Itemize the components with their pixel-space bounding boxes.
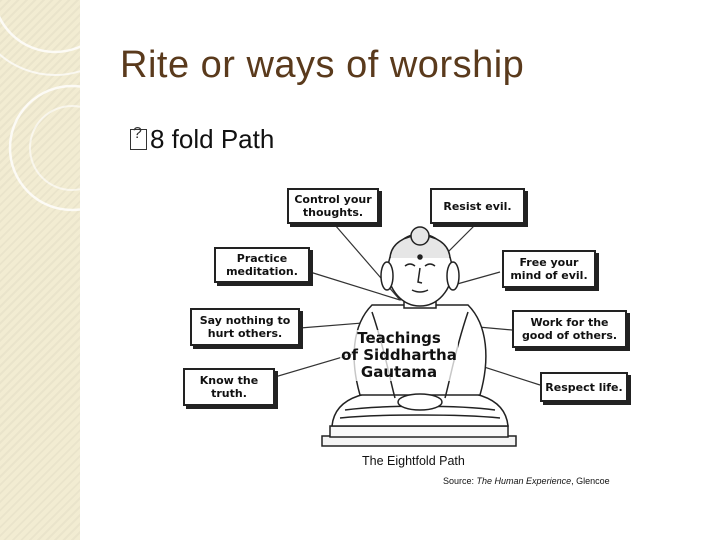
bullet-text: 8 fold Path — [150, 124, 275, 154]
path-box-control-thoughts: Control your thoughts. — [287, 188, 379, 224]
source-credit: Source: The Human Experience, Glencoe — [443, 476, 610, 486]
bullet-glyph-icon — [130, 125, 147, 150]
path-box-free-mind: Free your mind of evil. — [502, 250, 596, 288]
path-box-say-nothing: Say nothing to hurt others. — [190, 308, 300, 346]
source-prefix: Source: — [443, 476, 477, 486]
path-box-work-for-good: Work for the good of others. — [512, 310, 627, 348]
decorative-sidebar — [0, 0, 80, 540]
sidebar-texture — [0, 0, 80, 540]
source-title: The Human Experience — [476, 476, 572, 486]
bullet-item: 8 fold Path — [130, 124, 274, 155]
path-box-know-truth: Know the truth. — [183, 368, 275, 406]
center-label: Teachings of Siddhartha Gautama — [340, 329, 458, 381]
path-box-respect-life: Respect life. — [540, 372, 628, 402]
source-suffix: , Glencoe — [571, 476, 610, 486]
sidebar-circles-ornament — [0, 15, 80, 212]
diagram-caption: The Eightfold Path — [362, 454, 465, 468]
slide-title: Rite or ways of worship — [120, 44, 525, 86]
path-box-resist-evil: Resist evil. — [430, 188, 525, 224]
path-box-practice-meditation: Practice meditation. — [214, 247, 310, 283]
